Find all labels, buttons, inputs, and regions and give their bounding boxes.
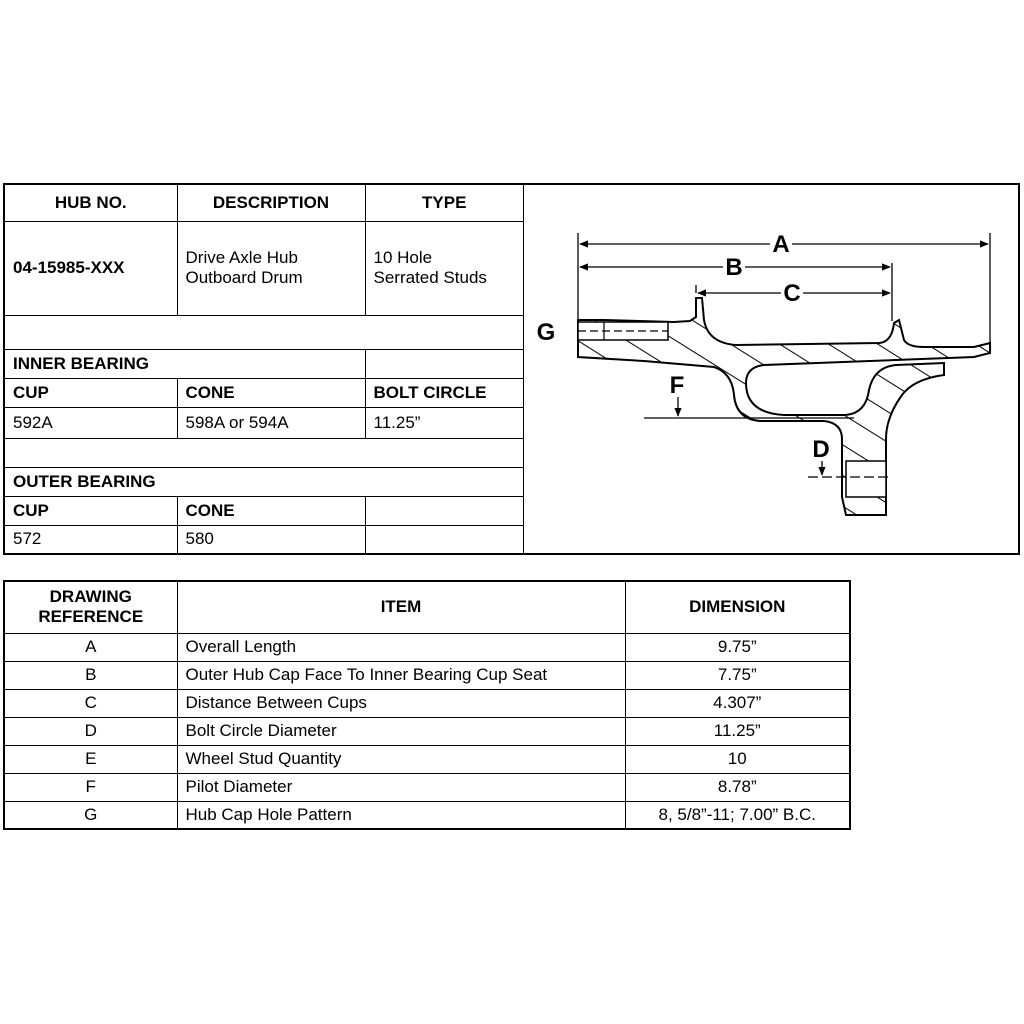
- outer-cone-value: 580: [176, 524, 366, 553]
- outer-cup-value: 572: [5, 524, 178, 553]
- row-dimension: 9.75”: [624, 632, 851, 662]
- row-ref: G: [3, 800, 178, 830]
- header-description: DESCRIPTION: [176, 185, 366, 222]
- row-dimension: 10: [624, 744, 851, 774]
- row-item: Distance Between Cups: [176, 688, 626, 718]
- table-row: C Distance Between Cups 4.307”: [3, 688, 851, 718]
- dimension-d: D: [808, 436, 888, 498]
- type-line-1: 10 Hole: [373, 248, 433, 267]
- inner-cone-label: CONE: [176, 377, 366, 408]
- empty-cell: [364, 524, 523, 553]
- row-item: Pilot Diameter: [176, 772, 626, 802]
- dimension-table: DRAWING REFERENCE ITEM DIMENSION A Overa…: [3, 580, 851, 830]
- inner-bearing-title: INNER BEARING: [5, 348, 366, 379]
- inner-cone-value: 598A or 594A: [176, 406, 366, 439]
- header-drawing-reference: DRAWING REFERENCE: [3, 580, 178, 634]
- description-line-1: Drive Axle Hub: [185, 248, 298, 267]
- row-ref: F: [3, 772, 178, 802]
- table-row: G Hub Cap Hole Pattern 8, 5/8”-11; 7.00”…: [3, 800, 851, 830]
- header-ref-line-1: DRAWING: [49, 587, 132, 607]
- row-ref: A: [3, 632, 178, 662]
- empty-cell: [364, 348, 523, 379]
- hub-cap-hole-g: G: [537, 319, 669, 346]
- row-ref: E: [3, 744, 178, 774]
- header-item: ITEM: [176, 580, 626, 634]
- table-row: D Bolt Circle Diameter 11.25”: [3, 716, 851, 746]
- type-line-2: Serrated Studs: [373, 268, 487, 287]
- extension-lines: [577, 233, 991, 343]
- label-c: C: [783, 280, 800, 307]
- row-item: Bolt Circle Diameter: [176, 716, 626, 746]
- bolt-circle-label: BOLT CIRCLE: [364, 377, 523, 408]
- table-row: F Pilot Diameter 8.78”: [3, 772, 851, 802]
- header-dimension: DIMENSION: [624, 580, 851, 634]
- row-dimension: 8.78”: [624, 772, 851, 802]
- header-ref-line-2: REFERENCE: [38, 607, 144, 627]
- dimension-f: F: [644, 372, 854, 419]
- label-a: A: [772, 231, 789, 258]
- inner-cup-label: CUP: [5, 377, 178, 408]
- hub-drawing-svg: A B C G: [537, 231, 991, 516]
- bolt-circle-value: 11.25”: [364, 406, 523, 439]
- dimension-b: B: [579, 254, 891, 281]
- table-row: E Wheel Stud Quantity 10: [3, 744, 851, 774]
- row-item: Hub Cap Hole Pattern: [176, 800, 626, 830]
- label-d: D: [812, 436, 829, 463]
- empty-cell: [364, 495, 523, 526]
- hub-info-table: HUB NO. DESCRIPTION TYPE 04-15985-XXX Dr…: [5, 185, 523, 553]
- row-dimension: 7.75”: [624, 660, 851, 690]
- inner-cup-value: 592A: [5, 406, 178, 439]
- hub-spec-panel: HUB NO. DESCRIPTION TYPE 04-15985-XXX Dr…: [3, 183, 1020, 555]
- row-ref: B: [3, 660, 178, 690]
- hub-description: Drive Axle Hub Outboard Drum: [176, 220, 366, 316]
- row-dimension: 8, 5/8”-11; 7.00” B.C.: [624, 800, 851, 830]
- row-ref: C: [3, 688, 178, 718]
- row-item: Overall Length: [176, 632, 626, 662]
- dimension-c: C: [697, 280, 891, 307]
- hub-section-outline: [577, 297, 991, 516]
- spacer-row: [5, 437, 523, 468]
- dimension-a: A: [579, 231, 989, 258]
- description-line-2: Outboard Drum: [185, 268, 303, 287]
- row-dimension: 4.307”: [624, 688, 851, 718]
- spacer-row: [5, 314, 523, 350]
- outer-cup-label: CUP: [5, 495, 178, 526]
- header-hub-no: HUB NO.: [5, 185, 178, 222]
- row-dimension: 11.25”: [624, 716, 851, 746]
- row-item: Wheel Stud Quantity: [176, 744, 626, 774]
- label-b: B: [725, 254, 742, 281]
- table-row: A Overall Length 9.75”: [3, 632, 851, 662]
- row-ref: D: [3, 716, 178, 746]
- label-g: G: [537, 319, 556, 346]
- hub-cross-section-drawing: A B C G: [523, 185, 1018, 553]
- hub-type: 10 Hole Serrated Studs: [364, 220, 523, 316]
- outer-cone-label: CONE: [176, 495, 366, 526]
- label-f: F: [670, 372, 685, 399]
- hub-number: 04-15985-XXX: [5, 220, 178, 316]
- outer-bearing-title: OUTER BEARING: [5, 466, 523, 497]
- header-type: TYPE: [364, 185, 523, 222]
- table-row: B Outer Hub Cap Face To Inner Bearing Cu…: [3, 660, 851, 690]
- row-item: Outer Hub Cap Face To Inner Bearing Cup …: [176, 660, 626, 690]
